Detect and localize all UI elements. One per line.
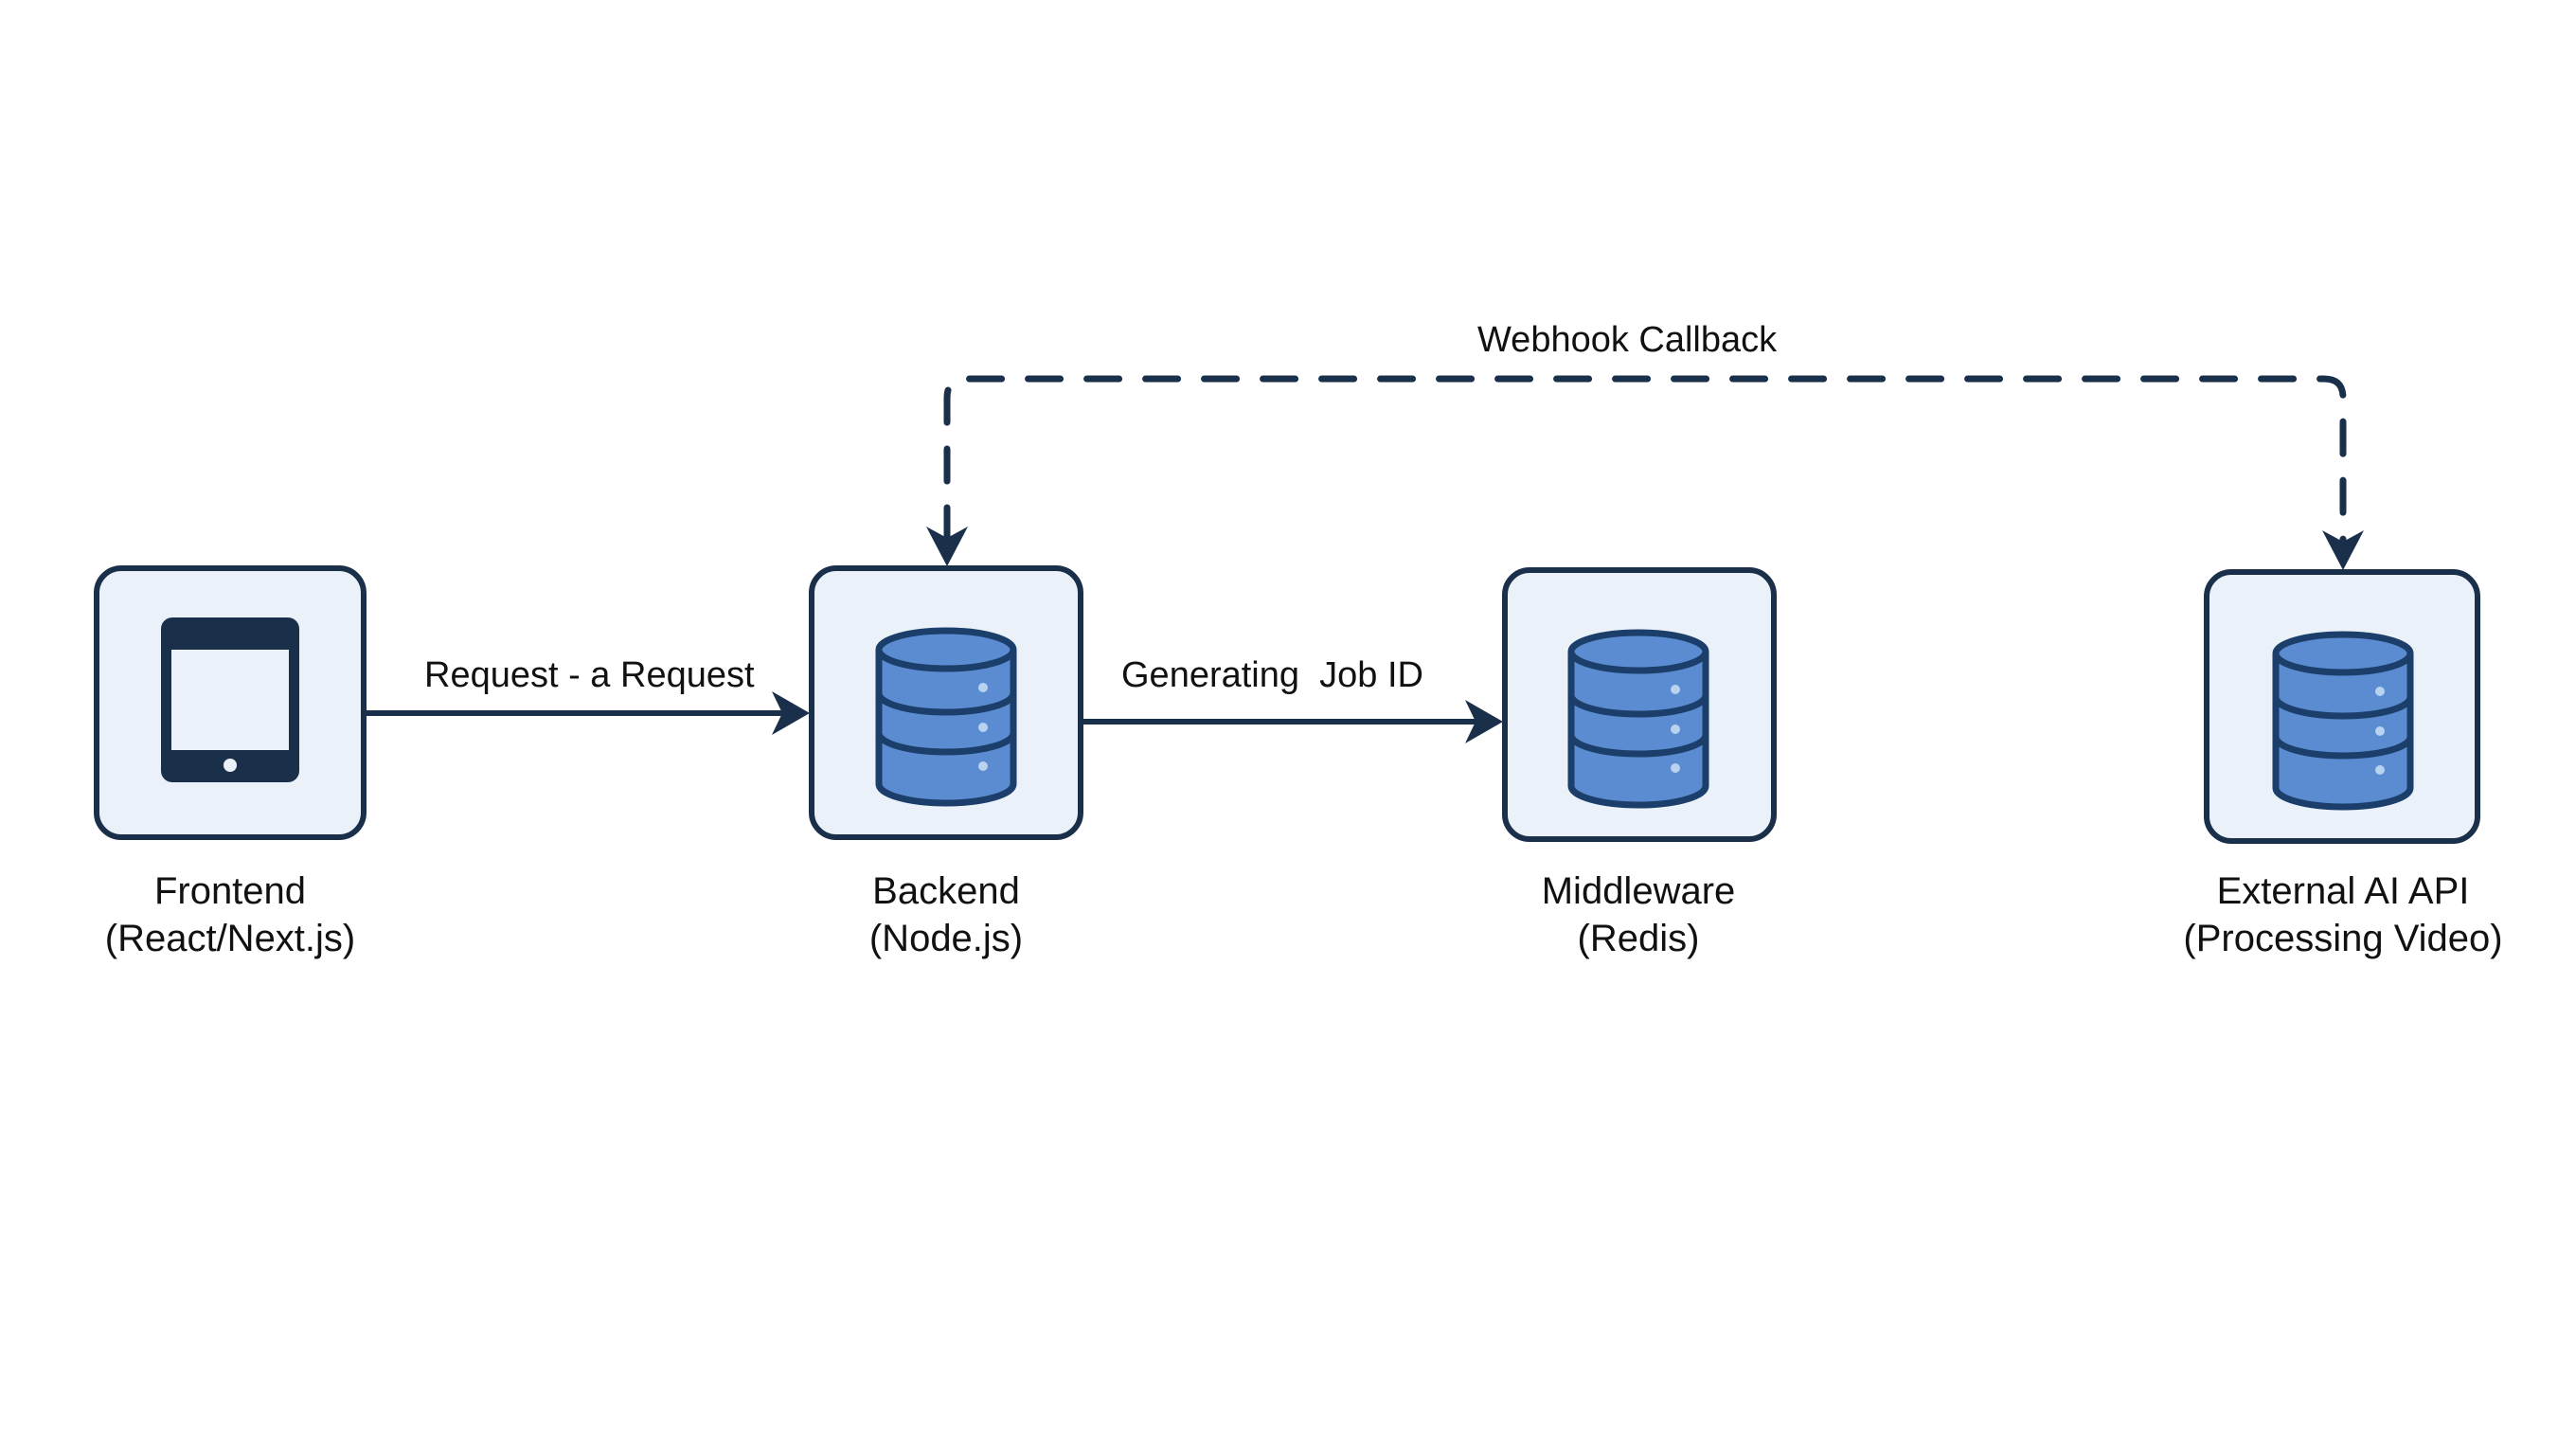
edge-label-generating-job-id: Generating Job ID (1121, 655, 1423, 695)
database-icon (875, 627, 1017, 807)
node-subtitle: (Processing Video) (2183, 918, 2503, 959)
edge-webhook-callback (926, 375, 2364, 570)
node-label-middleware: Middleware (Redis) (1449, 868, 1828, 962)
node-middleware[interactable] (1502, 567, 1777, 842)
node-title: External AI API (2216, 870, 2470, 912)
node-title: Frontend (153, 870, 307, 912)
arrowhead-down-icon (2322, 530, 2364, 570)
edge-label-webhook-callback: Webhook Callback (1477, 320, 1778, 360)
node-label-frontend: Frontend (React/Next.js) (41, 868, 420, 962)
arrowhead-icon (1465, 700, 1503, 743)
node-frontend[interactable] (94, 565, 367, 840)
node-label-backend: Backend (Node.js) (757, 868, 1136, 962)
database-icon (2272, 631, 2414, 811)
node-subtitle: (Redis) (1577, 918, 1700, 959)
node-title: Backend (872, 870, 1020, 912)
arrowhead-icon (772, 691, 810, 735)
edge-label-request: Request - a Request (424, 655, 755, 695)
node-external-ai-api[interactable] (2204, 569, 2480, 844)
node-subtitle: (Node.js) (868, 918, 1024, 959)
node-label-external-ai-api: External AI API (Processing Video) (2106, 868, 2576, 962)
edge-backend-middleware (1082, 700, 1503, 743)
edge-frontend-backend (365, 691, 810, 735)
node-subtitle: (React/Next.js) (104, 918, 356, 959)
node-backend[interactable] (809, 565, 1083, 840)
arrowhead-down-icon (926, 527, 968, 566)
node-title: Middleware (1541, 870, 1736, 912)
tablet-icon (161, 617, 299, 782)
database-icon (1567, 629, 1709, 809)
